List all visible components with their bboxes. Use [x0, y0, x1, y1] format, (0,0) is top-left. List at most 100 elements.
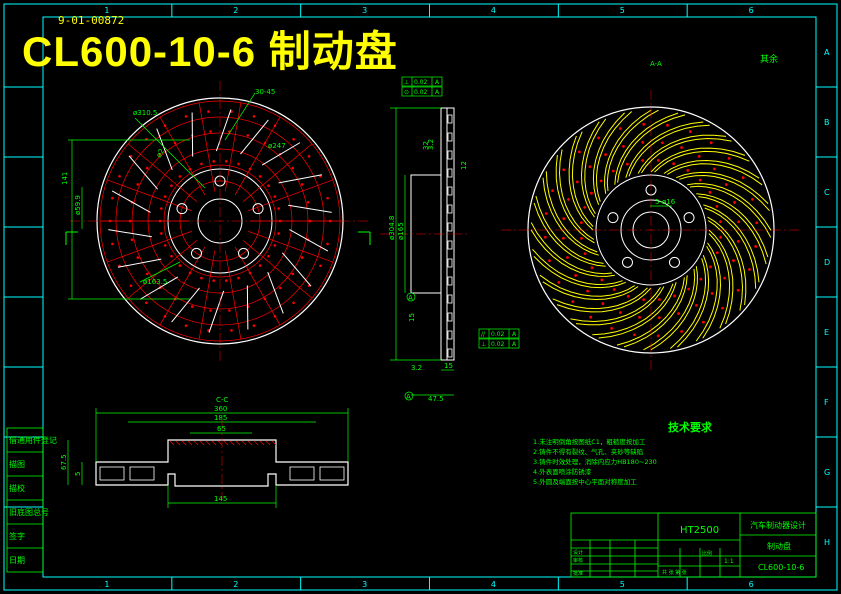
dim-360: 360: [214, 405, 227, 413]
rear-drill-hole: [698, 178, 702, 182]
grid-col-top: 1: [104, 6, 109, 15]
drawing-title: CL600-10-6 制动盘: [22, 28, 398, 75]
rear-drill-hole: [641, 159, 645, 162]
dim-slot-diameter: ø247: [268, 142, 286, 150]
tolerance-symbol: //: [481, 331, 486, 338]
rear-drill-hole: [574, 274, 578, 277]
rear-drill-hole: [567, 198, 570, 201]
grid-col-bottom: 6: [749, 580, 754, 589]
rear-drill-hole: [557, 281, 561, 284]
rear-drill-hole: [709, 265, 712, 269]
front-dim-labels: ø310.5 30-45 ø247 141 ø59.9 ø163.5 ø2: [61, 88, 286, 286]
front-slot: [288, 204, 332, 213]
rear-vane: [623, 275, 688, 348]
front-section-mark: [65, 231, 371, 245]
rear-drill-hole: [702, 320, 705, 324]
left-strip-label: 描图: [9, 459, 25, 469]
rear-drill-hole: [599, 179, 603, 183]
rear-vane: [568, 135, 594, 231]
grid-row-label: A: [824, 48, 830, 57]
rear-drill-hole: [695, 303, 698, 307]
tolerance-symbol: ⊥: [481, 341, 486, 348]
dim-12: 12: [460, 161, 468, 170]
rear-drill-hole: [697, 154, 701, 158]
rear-vane: [677, 255, 710, 348]
tech-req-item: 3.铸件时效处理，消除内应力HB180~230: [533, 457, 657, 466]
rear-vane: [555, 154, 595, 244]
rear-drill-hole: [712, 167, 716, 171]
grid-col-top: 4: [491, 6, 496, 15]
dim-slot-angle: 30-45: [255, 88, 275, 96]
front-slot: [261, 142, 301, 166]
rear-drill-hole: [543, 235, 547, 239]
rear-drill-hole: [748, 267, 751, 271]
rear-drill-hole: [589, 315, 593, 319]
dim-vertical-59: ø59.9: [74, 195, 82, 215]
side-vent-slot: [447, 114, 453, 124]
front-slots: [108, 109, 332, 333]
grid-col-bottom: 1: [104, 580, 109, 589]
title-checker: 审核: [573, 557, 583, 564]
title-scale: 1:1: [724, 558, 734, 565]
technical-requirements: 技术要求 1.未注明倒角按图纸C1，粗糙度按加工2.铸件不得有裂纹、气孔、夹砂等…: [533, 420, 713, 486]
grid-row-label: C: [824, 188, 830, 197]
rear-vane-edge: [617, 114, 686, 183]
rear-drill-hole: [597, 136, 600, 140]
dim-65: 65: [217, 425, 226, 433]
front-slot: [171, 287, 200, 323]
rear-vane-edge: [628, 124, 710, 177]
rear-bolt-hole: [683, 212, 695, 224]
title-block: [570, 512, 817, 578]
rear-vane-edge: [689, 185, 772, 238]
front-slot: [281, 252, 312, 287]
rear-vane: [592, 112, 625, 205]
rear-drill-hole: [562, 217, 566, 220]
rear-drill-hole: [586, 289, 590, 293]
side-vent-slot: [447, 186, 453, 196]
front-bolt-hole: [238, 247, 250, 259]
rear-drill-hole: [723, 276, 727, 280]
rear-drill-hole: [571, 300, 575, 304]
rear-drill-hole: [656, 158, 660, 162]
title-material: HT2500: [680, 525, 719, 536]
tech-req-heading: 技术要求: [668, 420, 713, 434]
rear-vane: [556, 287, 652, 313]
side-vent-slot: [447, 168, 453, 178]
rear-view-label: A-A: [650, 60, 662, 68]
rear-vane-edge: [532, 248, 623, 286]
front-dimensions: [68, 92, 256, 300]
tolerance-symbol: ⊥: [404, 79, 409, 86]
rear-vane-edge: [545, 171, 598, 253]
title-project: 汽车制动器设计: [750, 520, 806, 530]
rear-drill-hole: [604, 153, 607, 157]
dim-15-side: 15: [444, 362, 453, 370]
rear-drill-hole: [719, 220, 722, 224]
tolerance-value: 0.02: [414, 79, 428, 86]
rear-vane: [663, 159, 760, 179]
rear-drill-hole: [611, 169, 615, 173]
grid-col-top: 6: [749, 6, 754, 15]
rear-vane-edge: [679, 174, 770, 212]
dim-145: 145: [214, 495, 227, 503]
rear-drill-hole: [737, 220, 741, 224]
rear-vane: [533, 256, 626, 289]
front-slot: [278, 174, 323, 184]
rear-vane-edge: [698, 196, 767, 265]
front-slot: [215, 109, 232, 152]
rear-drill-hole: [733, 201, 736, 204]
rear-cooling-vanes: [530, 109, 772, 351]
rear-drill-hole: [751, 197, 754, 201]
dim-185: 185: [214, 414, 227, 422]
front-slot: [139, 276, 179, 300]
grid-row-label: G: [824, 468, 830, 477]
dim-vertical-141: 141: [61, 172, 69, 185]
rear-bolt-hole: [607, 212, 619, 224]
side-vent-slot: [447, 330, 453, 340]
rear-drill-hole: [642, 122, 646, 126]
section-view: C-C 360 185 65 67.5 5 145: [60, 396, 349, 508]
rear-vane: [708, 229, 734, 325]
rear-vane: [542, 281, 639, 301]
